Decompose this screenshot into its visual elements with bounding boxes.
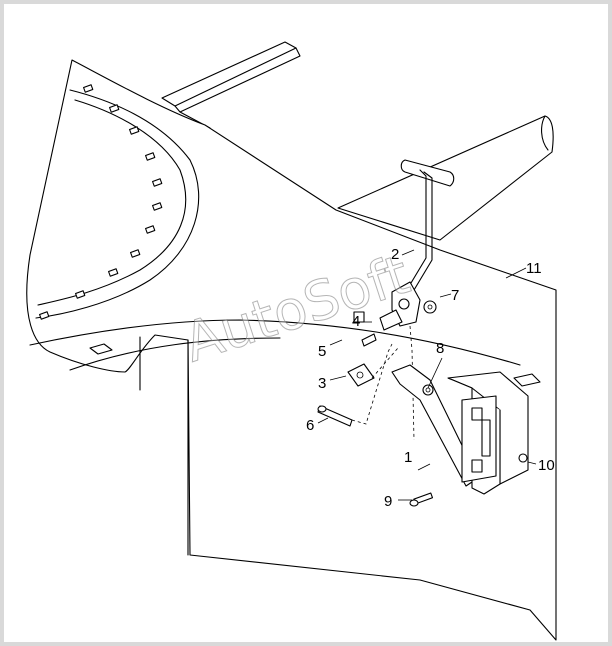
- nut: [518, 453, 528, 463]
- callout-3: 3: [318, 375, 326, 392]
- callout-10: 10: [538, 457, 555, 474]
- clip: [353, 311, 365, 323]
- bolt: [409, 492, 434, 507]
- callout-6: 6: [306, 417, 314, 434]
- callout-4: 4: [352, 313, 360, 330]
- upper-rail: [161, 41, 301, 129]
- washer: [423, 300, 437, 314]
- pedal-lever: [379, 159, 455, 331]
- support-box: [447, 371, 541, 495]
- mounting-holes: [39, 84, 163, 355]
- callout-1: 1: [404, 449, 412, 466]
- callout-11: 11: [526, 260, 542, 277]
- callout-5: 5: [318, 343, 326, 360]
- pin-parts: [317, 325, 415, 441]
- callout-9: 9: [384, 493, 392, 510]
- leader-lines: [317, 249, 537, 501]
- callout-8: 8: [436, 340, 444, 357]
- callout-7: 7: [451, 287, 459, 304]
- callout-2: 2: [391, 246, 399, 263]
